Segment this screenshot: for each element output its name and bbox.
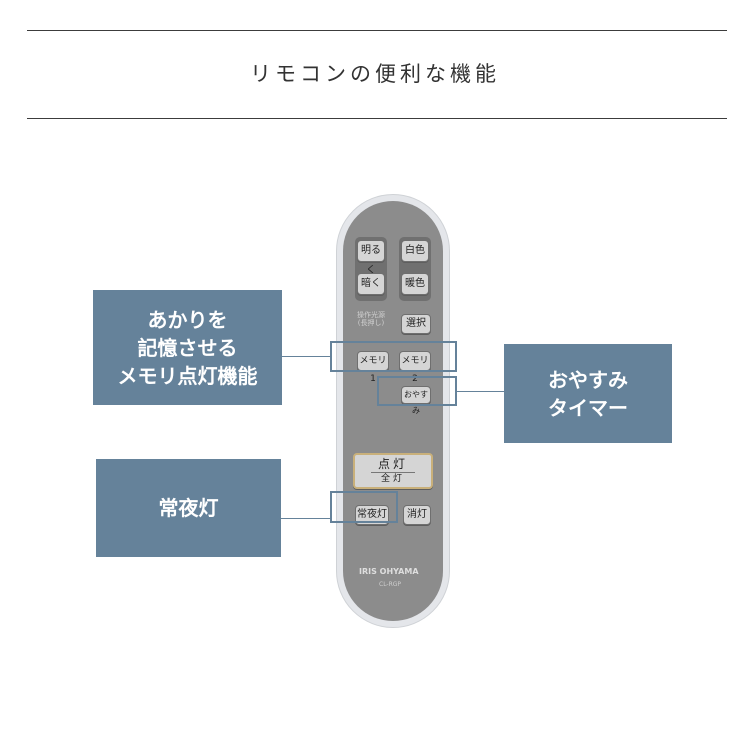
- top-rule: [27, 30, 727, 31]
- memory-callout-line-2: 記憶させる: [137, 335, 238, 360]
- light-on-divider: [371, 472, 415, 473]
- memory-callout: あかりを 記憶させる メモリ点灯機能: [93, 290, 282, 405]
- memory-callout-line-1: あかりを: [147, 307, 228, 332]
- night-light-callout-text: 常夜灯: [158, 496, 219, 520]
- light-on-button[interactable]: 点灯 全灯: [353, 453, 433, 489]
- title-rule: [27, 118, 727, 119]
- night-light-callout: 常夜灯: [96, 459, 281, 557]
- sleep-highlight-frame: [377, 376, 457, 406]
- remote-control: 明るく 暗く 白色 暖色 操作光源 (長押し) 選択 メモリ1 メモリ2 おやす…: [336, 194, 450, 628]
- page-title: リモコンの便利な機能: [250, 62, 500, 86]
- memory-connector-line: [282, 356, 330, 357]
- sleep-callout-line-1: おやすみ: [548, 367, 628, 392]
- brighter-button[interactable]: 明るく: [357, 240, 385, 276]
- model-number: CL-RGP: [379, 581, 402, 588]
- night-light-highlight-frame: [330, 491, 398, 523]
- operation-label: 操作光源 (長押し): [357, 311, 385, 327]
- night-light-button[interactable]: 常夜灯: [355, 505, 389, 525]
- night-light-connector-line: [281, 518, 330, 519]
- sleep-connector-line: [457, 391, 504, 392]
- remote-face: 明るく 暗く 白色 暖色 操作光源 (長押し) 選択 メモリ1 メモリ2 おやす…: [343, 201, 443, 621]
- warm-light-button[interactable]: 暖色: [401, 273, 429, 295]
- darker-button[interactable]: 暗く: [357, 273, 385, 295]
- memory-callout-line-3: メモリ点灯機能: [117, 363, 258, 388]
- sleep-callout-line-2: タイマー: [548, 395, 628, 420]
- white-light-button[interactable]: 白色: [401, 240, 429, 262]
- brand-logo: IRIS OHYAMA: [359, 567, 419, 576]
- memory-highlight-frame: [330, 341, 457, 372]
- light-on-label: 点灯: [377, 457, 408, 471]
- off-button[interactable]: 消灯: [403, 505, 431, 525]
- sleep-timer-button[interactable]: おやすみ: [401, 386, 431, 415]
- all-on-label: 全灯: [380, 474, 405, 484]
- select-button[interactable]: 選択: [401, 314, 431, 334]
- sleep-timer-callout: おやすみ タイマー: [504, 344, 672, 443]
